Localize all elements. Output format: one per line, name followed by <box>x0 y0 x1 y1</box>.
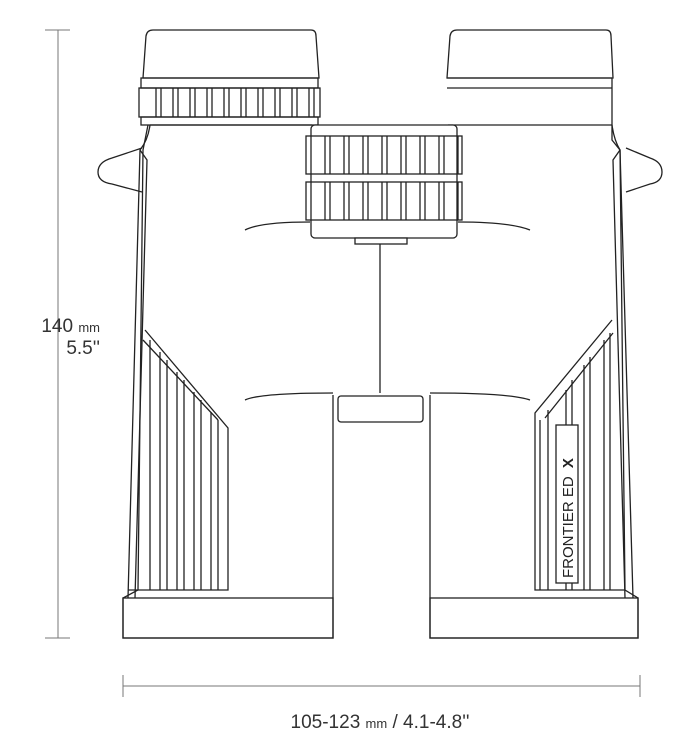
model-label-plate: FRONTIER ED X <box>555 424 579 584</box>
height-dimension-line <box>45 29 70 639</box>
right-eyecup <box>446 29 614 79</box>
width-value: 105-123 <box>290 712 361 733</box>
height-inches: 5.5'' <box>66 338 100 359</box>
height-dimension-label: 140 mm 5.5'' <box>0 316 100 359</box>
width-dimension-line <box>122 675 641 697</box>
height-value: 140 <box>41 316 74 337</box>
right-eyepiece-lug <box>625 147 663 193</box>
lower-bridge <box>244 392 531 401</box>
model-label: FRONTIER ED <box>560 476 577 578</box>
height-unit: mm <box>78 320 100 335</box>
left-eyecup <box>142 29 320 79</box>
hinge-block <box>337 395 424 423</box>
left-grip-ribs <box>149 340 219 590</box>
left-eyepiece-lug <box>97 147 143 193</box>
model-suffix: X <box>560 458 577 468</box>
svg-text:FRONTIER ED X: FRONTIER ED X <box>560 458 577 578</box>
width-unit: mm <box>365 716 388 731</box>
center-focus-wheel[interactable] <box>305 124 463 245</box>
right-barrel <box>429 29 663 639</box>
left-barrel <box>97 29 334 639</box>
width-dimension-label: 105-123 mm / 4.1-4.8'' <box>180 712 580 734</box>
upper-bridge <box>244 221 531 231</box>
width-inches: / 4.1-4.8'' <box>392 712 470 733</box>
